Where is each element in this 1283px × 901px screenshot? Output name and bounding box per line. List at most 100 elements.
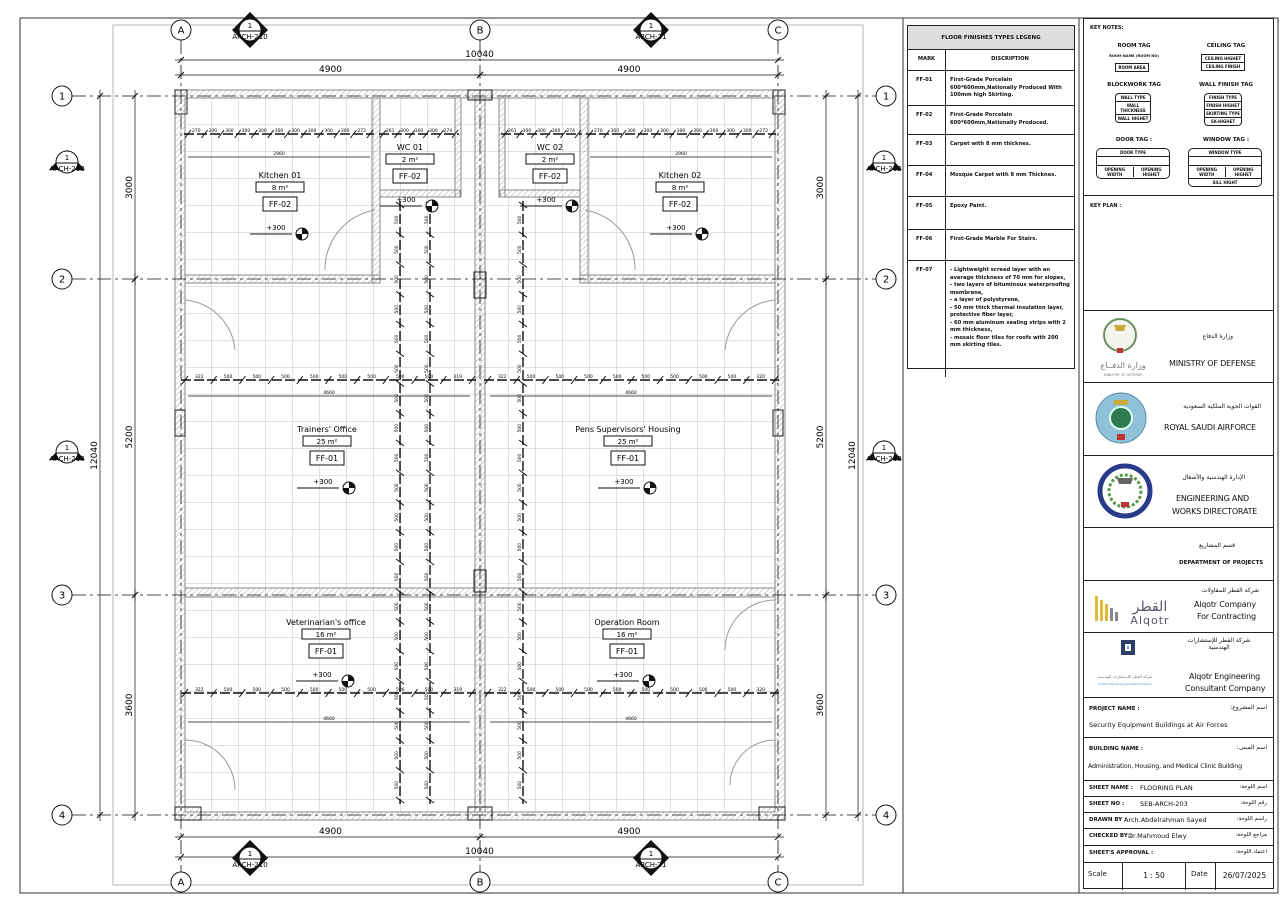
room-name: Trainers' Office — [296, 425, 357, 434]
dimension-tick — [425, 558, 435, 566]
section-sheet-ref: ARCH-210 — [232, 33, 267, 41]
ewd-english: ENGINEERING AND — [1176, 494, 1249, 503]
dimension-text: 500 — [699, 687, 708, 693]
dimension-tick — [468, 375, 476, 385]
dimension-text: 10040 — [465, 50, 494, 60]
dimension-tick — [774, 853, 782, 861]
section-sheet-ref: ARCH-213 — [866, 455, 901, 463]
section-number: 1 — [882, 154, 886, 162]
legend-title: FLOOR FINISHES TYPES LEGENG — [908, 26, 1074, 50]
dimension-text: 500 — [699, 374, 708, 380]
dimension-tick — [518, 499, 528, 506]
dimension-text: 500 — [252, 374, 261, 380]
section-number: 1 — [65, 154, 69, 162]
dimension-tick — [131, 591, 139, 599]
room-area-box — [655, 181, 705, 193]
dimension-text: 3000 — [125, 176, 135, 199]
dimension-tick — [131, 811, 139, 819]
dimension-tick — [350, 129, 357, 139]
dimension-text: 500 — [394, 394, 400, 403]
dimension-tick — [714, 688, 721, 698]
dimension-tick — [656, 688, 664, 698]
dimension-tick — [425, 290, 435, 298]
dimension-text: 500 — [394, 424, 400, 433]
dimension-text: 300 — [258, 128, 267, 134]
dimension-tick — [822, 811, 830, 819]
dimension-tick — [210, 375, 218, 385]
dimension-tick — [752, 129, 759, 139]
alqotr-engineering-logo: شركة القطر للاستشارات الهندسية Al-Qotr E… — [1098, 640, 1152, 686]
dimension-text: 500 — [527, 687, 536, 693]
dimension-text: 319 — [453, 687, 462, 693]
dimension-text: 322 — [498, 374, 507, 380]
dimension-tick — [96, 92, 104, 100]
dimension-text: 500 — [517, 721, 523, 730]
dimension-tick — [333, 129, 341, 139]
dimension-text: 500 — [517, 662, 523, 671]
section-sheet-ref: ARCH-21 — [636, 33, 667, 41]
level-marker-icon — [644, 482, 656, 494]
dimension-text: 500 — [424, 751, 430, 760]
mod-english: MINISTRY OF DEFENSE — [1169, 359, 1256, 368]
project-name-block: PROJECT NAME : اسم المشروع: Security Equ… — [1084, 698, 1273, 738]
legend-description: First-Grade Porcelain 600*600mm,National… — [950, 77, 1062, 99]
mod-arabic: وزارة الدفاع — [1202, 333, 1233, 340]
dimension-tick — [131, 92, 139, 100]
dimension-tick — [395, 231, 405, 239]
finish-tag-box — [609, 643, 645, 659]
room-name: Veterinarian's office — [286, 618, 366, 627]
dimension-tick — [131, 275, 139, 283]
ministry-block: وزارة الدفاع MINISTRY OF DEFENSE — [1084, 311, 1273, 383]
dimension-text: 500 — [394, 275, 400, 284]
dimension-text: 500 — [424, 364, 430, 373]
dimension-tick — [422, 129, 430, 139]
dimension-tick — [518, 231, 528, 239]
dimension-tick — [379, 129, 387, 139]
title-block: KEY NOTES: ROOM TAG ROOM NAME (ROOM NO) … — [1083, 18, 1274, 890]
engineering-works-directorate-logo — [1097, 463, 1153, 519]
dimension-text: 300 — [275, 128, 284, 134]
room-tag-line: ROOM NAME (ROOM NO) — [1109, 54, 1159, 58]
project-label: PROJECT NAME : — [1089, 706, 1140, 712]
wall-finish-tag-title: WALL FINISH TAG — [1198, 82, 1254, 88]
dimension-text: 5200 — [816, 425, 826, 448]
dimension-text: 300 — [743, 128, 752, 134]
dimension-text: 3600 — [816, 693, 826, 716]
dimension-tick — [542, 688, 549, 698]
floor-level: +300 — [666, 224, 685, 232]
dept-english: DEPARTMENT OF PROJECTS — [1179, 560, 1264, 566]
dimension-text: 300 — [308, 128, 317, 134]
field-label-arabic: رقم اللوحة: — [1240, 800, 1267, 806]
dimension-text: 261 — [386, 128, 395, 134]
grid-bubble-B: B — [469, 19, 491, 41]
dimension-tick — [184, 129, 192, 139]
ewd-english: WORKS DIRECTORATE — [1172, 507, 1258, 516]
dimension-tick — [518, 618, 528, 625]
grid-bubble-A: A — [170, 871, 192, 893]
dimension-tick — [439, 375, 447, 385]
dimension-text: 261 — [508, 128, 517, 134]
grid-bubble-1: 1 — [51, 85, 73, 107]
section-sheet-ref: ARCH-210 — [232, 861, 267, 869]
dimension-tick — [411, 688, 419, 698]
directorate-block: الإدارة الهندسية والأشغال ENGINEERING AN… — [1084, 456, 1273, 528]
rsaf-english: ROYAL SAUDI AIRFORCE — [1164, 423, 1256, 432]
dimension-text: 500 — [517, 513, 523, 522]
room-area-box — [385, 153, 435, 165]
dimension-text: 3600 — [125, 693, 135, 716]
dimension-tick — [518, 320, 528, 328]
room-area-box — [603, 435, 653, 447]
level-marker-icon — [643, 675, 655, 687]
room-tag-title: ROOM TAG — [1117, 43, 1151, 49]
dimension-text: 500 — [642, 374, 651, 380]
dimension-text: 500 — [424, 602, 430, 611]
dimension-tick — [425, 766, 435, 774]
dimension-text: 500 — [394, 364, 400, 373]
